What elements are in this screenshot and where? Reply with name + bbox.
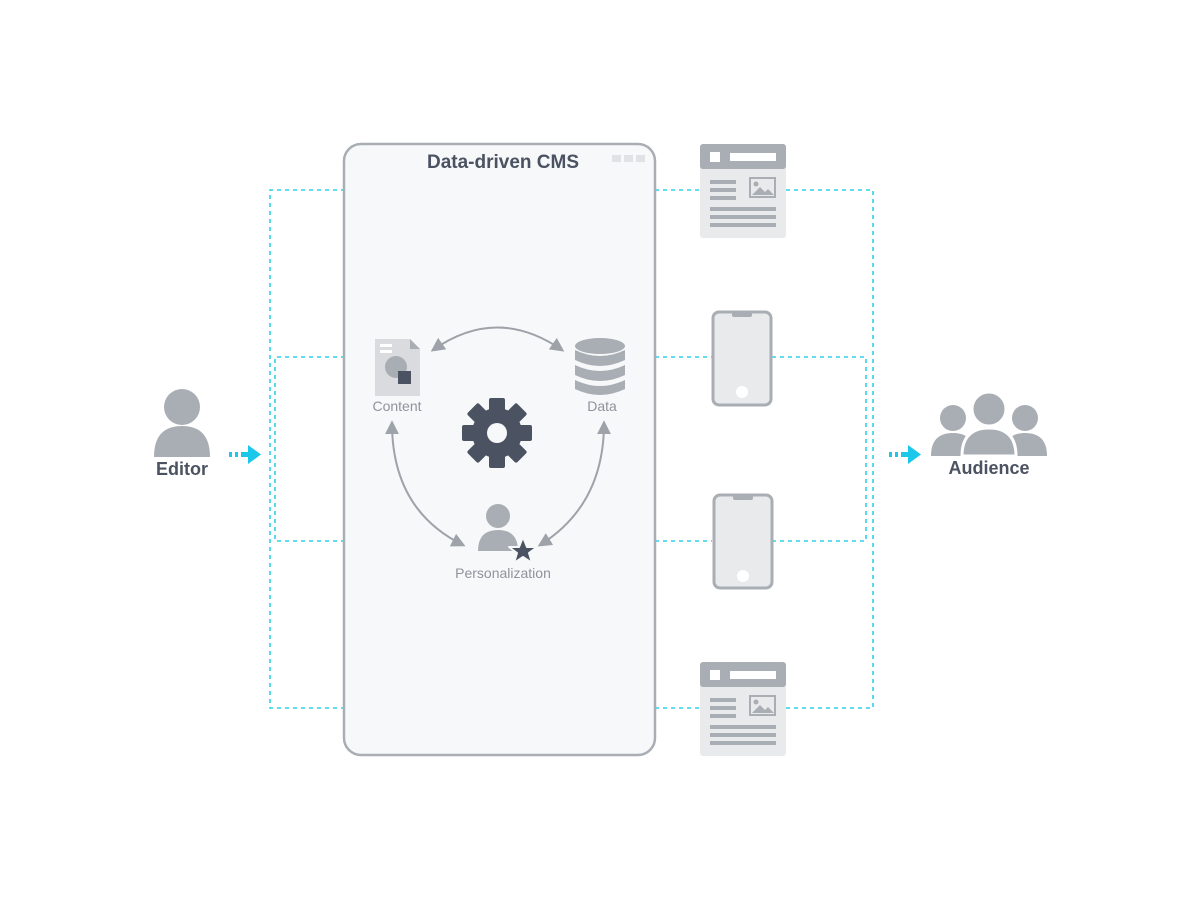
editor-actor: Editor <box>154 389 210 479</box>
arrow-content-data <box>430 326 565 352</box>
user-star-icon <box>478 504 538 564</box>
flow-arrow-icon <box>889 445 921 464</box>
data-node: Data <box>575 338 625 414</box>
document-icon <box>375 339 420 396</box>
person-icon <box>154 389 210 457</box>
content-label: Content <box>372 398 421 414</box>
arrow-content-personalization <box>385 420 466 547</box>
editor-label: Editor <box>156 459 208 479</box>
connector-web-audience <box>786 189 874 709</box>
group-icon <box>931 390 1047 458</box>
connector-editor-web-top <box>269 189 345 709</box>
gear-icon <box>462 398 532 468</box>
channel-mobile-bottom <box>712 493 774 590</box>
audience-connectors <box>655 189 874 709</box>
smartphone-icon <box>711 310 773 407</box>
smartphone-icon <box>712 493 774 590</box>
content-node: Content <box>372 339 422 414</box>
channel-web-bottom <box>700 662 786 756</box>
cycle-arrows <box>385 326 611 547</box>
panel-title: Data-driven CMS <box>427 152 579 173</box>
arrow-data-personalization <box>537 420 611 547</box>
web-page-icon <box>700 662 786 756</box>
connector-editor-mobile <box>274 356 345 542</box>
channel-web-top <box>700 144 786 238</box>
personalization-node: Personalization <box>455 504 551 581</box>
audience-label: Audience <box>948 458 1029 478</box>
audience-actor: Audience <box>931 390 1047 478</box>
window-controls-icon <box>612 155 645 162</box>
web-page-icon <box>700 144 786 238</box>
personalization-label: Personalization <box>455 565 551 581</box>
editor-connectors <box>269 189 345 709</box>
data-label: Data <box>587 398 617 414</box>
channel-mobile-top <box>711 310 773 407</box>
flow-arrow-icon <box>229 445 261 464</box>
connector-mobile-audience <box>772 356 867 542</box>
database-icon <box>575 338 625 395</box>
